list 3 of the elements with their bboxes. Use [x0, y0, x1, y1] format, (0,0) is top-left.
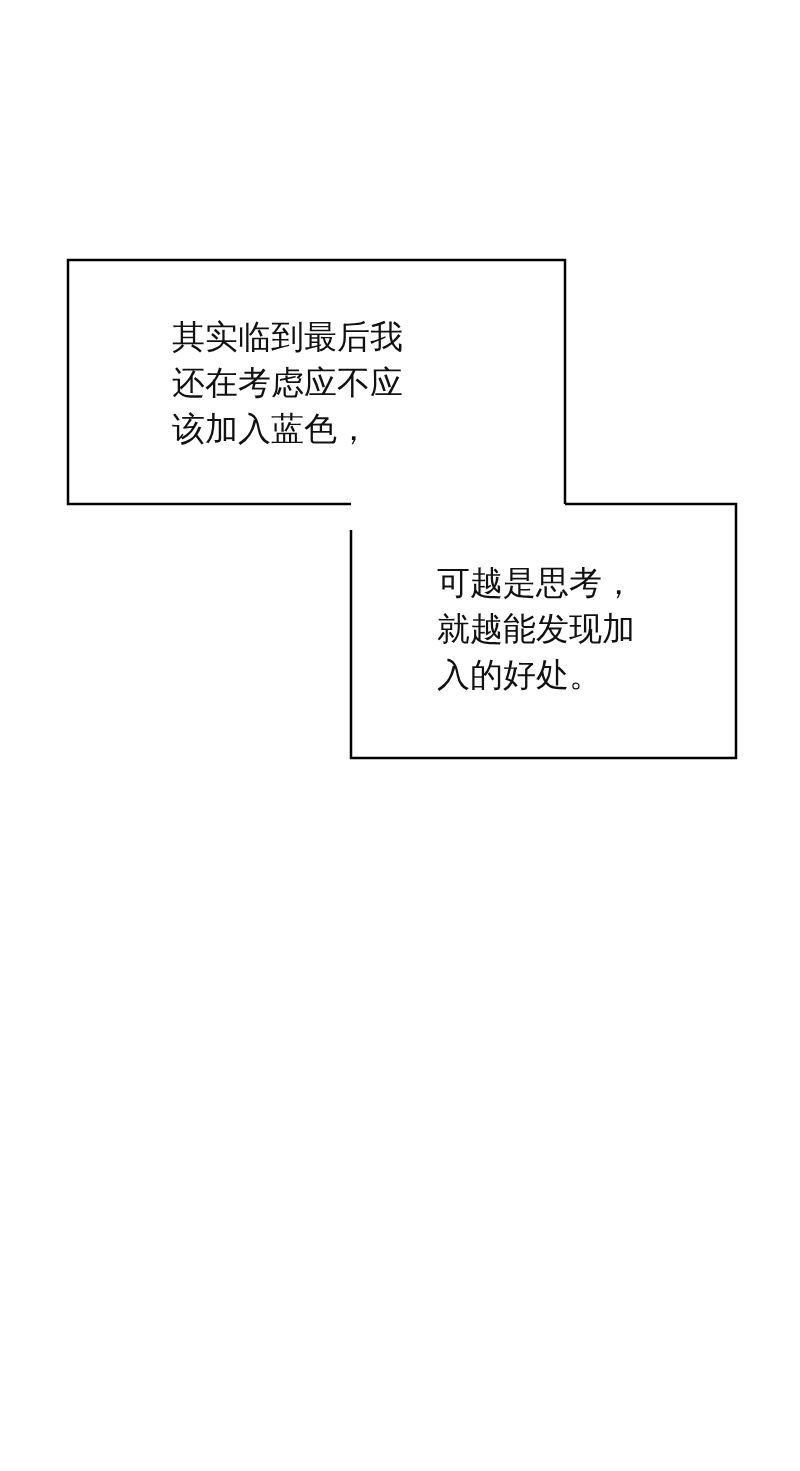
narration-text: 其实临到最后我还在考虑应不应该加入蓝色， — [172, 316, 404, 450]
narration-box — [351, 504, 736, 758]
narration-text: 可越是思考，就越能发现加入的好处。 — [437, 562, 636, 696]
